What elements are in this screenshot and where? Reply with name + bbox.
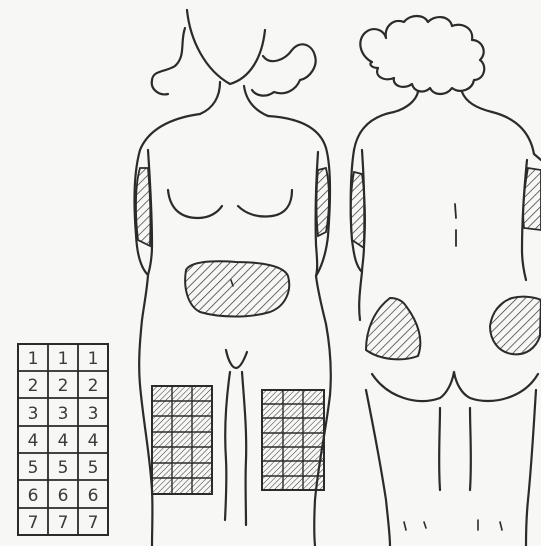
legend-cell: 7 — [58, 513, 69, 533]
legend-cell: 2 — [88, 376, 99, 396]
legend-cell: 6 — [28, 486, 39, 506]
legend-cell: 5 — [58, 458, 69, 478]
legend-cell: 7 — [88, 513, 99, 533]
front-thigh-left-site — [152, 386, 212, 494]
legend-cell: 3 — [28, 404, 39, 424]
front-abdomen-site — [185, 261, 289, 316]
back-upper-arm-right-site — [523, 168, 541, 230]
legend-cell: 1 — [28, 349, 39, 369]
legend-cell: 1 — [58, 349, 69, 369]
legend-cell: 1 — [88, 349, 99, 369]
legend-cell: 2 — [58, 376, 69, 396]
legend-cell: 4 — [88, 431, 99, 451]
legend-cell: 2 — [28, 376, 39, 396]
back-inner-leg-left — [439, 408, 440, 490]
front-thigh-right-site — [262, 390, 324, 490]
legend-cell: 5 — [88, 458, 99, 478]
back-upper-arm-left-site — [351, 172, 365, 248]
legend-cell: 7 — [28, 513, 39, 533]
legend-cell: 4 — [58, 431, 69, 451]
legend-cell: 6 — [58, 486, 69, 506]
front-upper-arm-left-site — [136, 168, 150, 246]
back-inner-leg-right — [470, 408, 471, 490]
legend-cell: 3 — [58, 404, 69, 424]
legend-cell: 6 — [88, 486, 99, 506]
legend-cell: 5 — [28, 458, 39, 478]
legend-cell: 4 — [28, 431, 39, 451]
front-upper-arm-right-site — [317, 168, 330, 236]
legend-cell: 3 — [88, 404, 99, 424]
